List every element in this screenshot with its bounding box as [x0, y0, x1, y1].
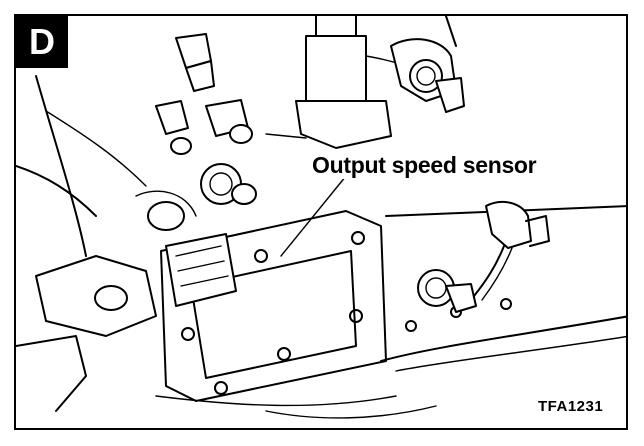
transmission-illustration	[16, 16, 626, 419]
output-speed-sensor-label: Output speed sensor	[308, 152, 541, 179]
callout-leader-line	[280, 175, 347, 257]
transmission-case-left	[16, 75, 197, 412]
panel-letter-badge: D	[16, 16, 68, 68]
upper-sensor	[390, 16, 465, 113]
valve-body-cover	[160, 210, 387, 402]
oil-pan	[155, 205, 626, 419]
figure-code: TFA1231	[538, 398, 604, 415]
figure-frame: D Output speed sensor TFA1231	[14, 14, 628, 430]
upper-shaft-assembly	[265, 16, 447, 149]
fittings	[155, 33, 257, 205]
output-speed-sensor	[417, 200, 550, 313]
